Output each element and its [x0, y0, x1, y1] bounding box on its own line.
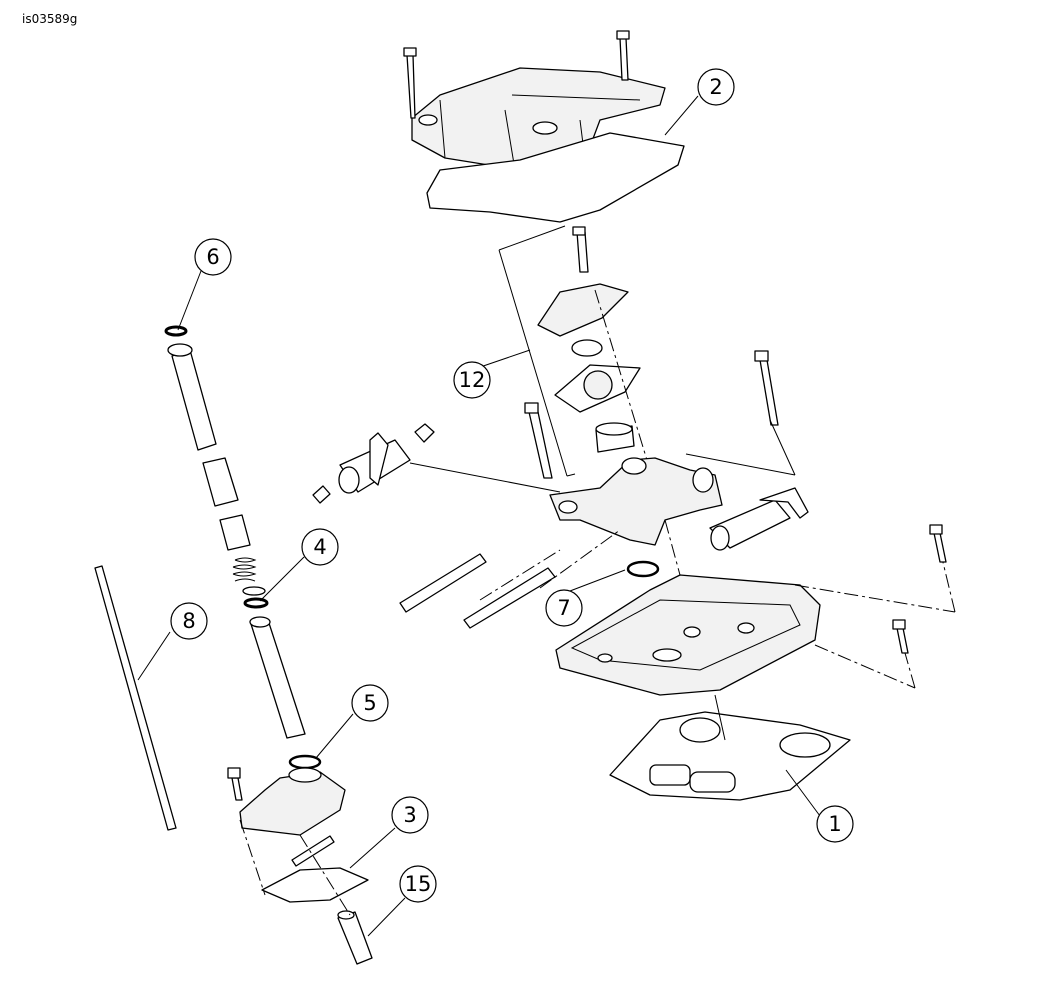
- svg-text:7: 7: [557, 596, 570, 620]
- callout-4: 4: [301, 528, 339, 566]
- rocker-arm-right: [709, 487, 809, 551]
- rocker-housing: [555, 574, 821, 696]
- callout-12: 12: [453, 361, 491, 399]
- callout-2: 2: [697, 68, 735, 106]
- callout-1: 1: [816, 805, 854, 843]
- callout-15: 15: [399, 865, 437, 903]
- svg-text:15: 15: [405, 872, 432, 896]
- svg-text:12: 12: [459, 368, 486, 392]
- rocker-support: [549, 457, 723, 546]
- callout-3: 3: [391, 796, 429, 834]
- rocker-cover: [403, 30, 666, 171]
- base-gasket: [609, 711, 851, 801]
- callout-7: 7: [545, 589, 583, 627]
- callout-8: 8: [170, 602, 208, 640]
- svg-text:4: 4: [313, 535, 326, 559]
- lifter-block: [227, 767, 346, 836]
- svg-text:5: 5: [363, 691, 376, 715]
- figure-id: is03589g: [22, 12, 78, 26]
- svg-text:3: 3: [403, 803, 416, 827]
- svg-text:8: 8: [182, 609, 195, 633]
- o-ring: [626, 560, 660, 578]
- svg-text:6: 6: [206, 245, 219, 269]
- rocker-cover-gasket: [426, 132, 685, 223]
- callout-5: 5: [351, 684, 389, 722]
- callout-6: 6: [194, 238, 232, 276]
- rocker-arm-left: [312, 423, 435, 504]
- breather-assembly: [537, 226, 641, 453]
- svg-text:2: 2: [709, 75, 722, 99]
- svg-text:1: 1: [828, 812, 841, 836]
